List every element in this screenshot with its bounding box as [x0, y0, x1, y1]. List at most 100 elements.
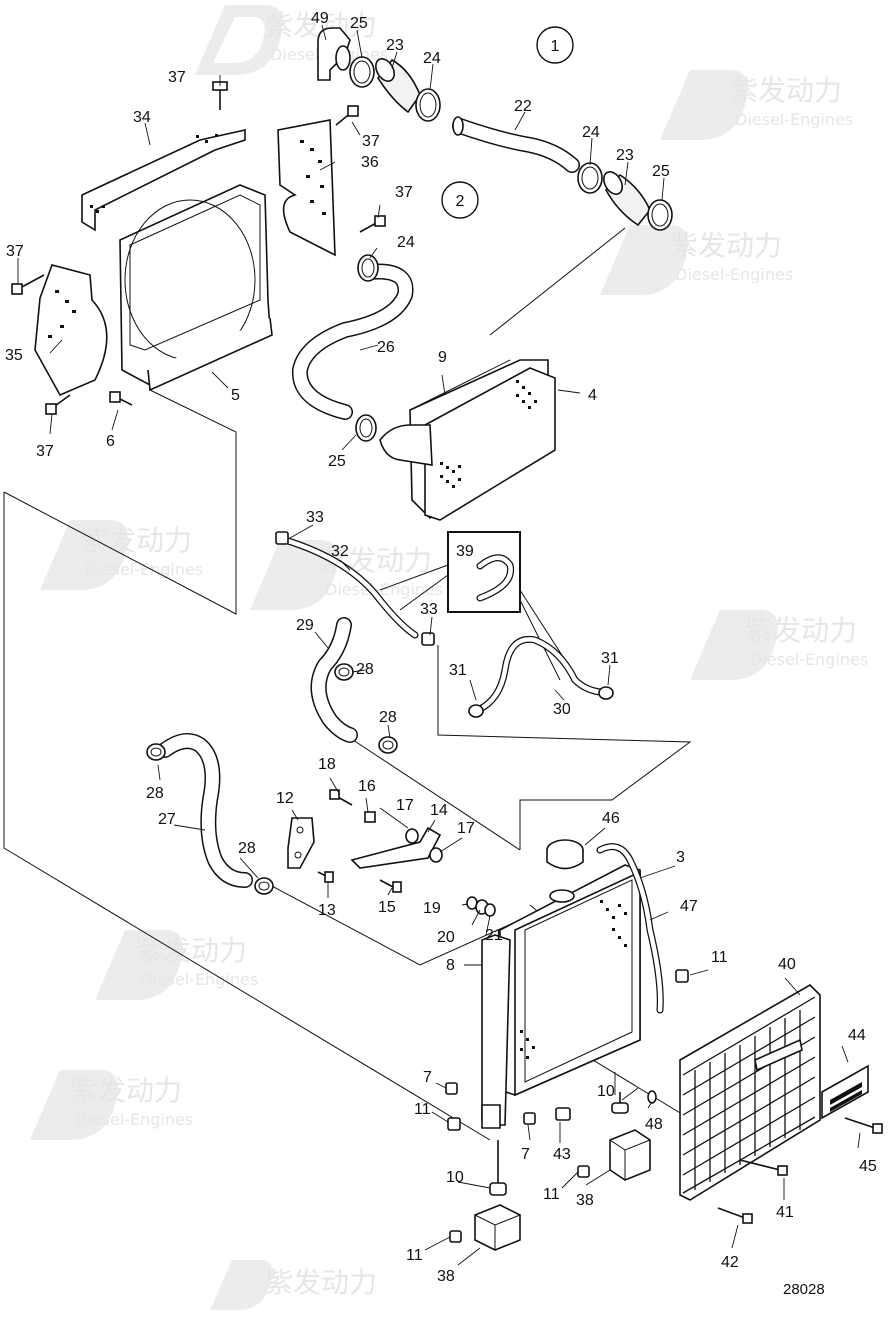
hose-26	[291, 263, 414, 420]
label-11: 11	[406, 1247, 423, 1264]
grille-40	[679, 984, 821, 1201]
nut-11-bottom	[449, 1230, 462, 1243]
filler-cap-46	[546, 839, 584, 870]
label-27: 27	[158, 811, 176, 828]
label-11: 11	[414, 1101, 431, 1118]
label-26: 26	[377, 339, 395, 356]
watermark-sub: Diesel-Engines	[140, 970, 258, 989]
nut-11-mid	[577, 1165, 590, 1178]
radiator-3	[499, 864, 641, 1097]
label-6: 6	[106, 433, 115, 450]
label-42: 42	[721, 1254, 739, 1271]
watermark-logo-icon: 紫发动力 Diesel-Engines	[30, 1070, 193, 1140]
label-3: 3	[676, 849, 685, 866]
hose-clamp-25-top	[349, 56, 375, 88]
label-40: 40	[778, 956, 796, 973]
label-24: 24	[423, 50, 441, 67]
hose-clamp-25-right	[647, 199, 673, 231]
nut-7-left	[445, 1082, 458, 1095]
label-17: 17	[396, 797, 414, 814]
label-4: 4	[588, 387, 597, 404]
callout-group-1: 1	[536, 26, 574, 64]
badge-44	[821, 1064, 869, 1120]
watermark-logo-icon: 紫发动力 Diesel-Engines	[40, 520, 203, 590]
watermark-sub: Diesel-Engines	[735, 110, 853, 129]
bracket-38-right	[609, 1129, 651, 1181]
watermark-brand: 紫发动力	[80, 524, 192, 557]
callout-2-text: 2	[456, 193, 465, 210]
label-12: 12	[276, 790, 294, 807]
hose-sleeve-23-right	[603, 171, 651, 227]
bolt-45	[844, 1117, 883, 1134]
hose-sleeve-23-top	[375, 58, 421, 114]
watermark-sub: Diesel-Engines	[85, 560, 203, 579]
label-39: 39	[456, 543, 474, 560]
washer-17-b	[429, 847, 443, 863]
watermark-sub: Diesel-Engines	[675, 265, 793, 284]
label-28: 28	[146, 785, 164, 802]
label-25: 25	[350, 15, 368, 32]
washer-21	[484, 903, 496, 917]
watermark-logo-icon: 紫发动力	[210, 1260, 377, 1310]
label-37: 37	[168, 69, 186, 86]
label-37: 37	[36, 443, 54, 460]
label-47: 47	[680, 898, 698, 915]
watermark-logo-icon: 紫发动力 Diesel-Engines	[660, 70, 853, 140]
label-28: 28	[238, 840, 256, 857]
tube-32	[281, 536, 419, 639]
clamp-28-c	[146, 743, 166, 761]
watermark-logo-icon: 紫发动力 Diesel-Engines	[690, 610, 868, 680]
pipe-22	[452, 116, 580, 173]
label-32: 32	[331, 543, 349, 560]
fitting-33-top	[275, 531, 289, 545]
label-16: 16	[358, 778, 376, 795]
part-49-elbow	[317, 27, 351, 81]
callout-1-text: 1	[551, 38, 560, 55]
label-38: 38	[437, 1268, 455, 1285]
bolt-18	[329, 789, 353, 806]
spacer-43	[555, 1107, 571, 1121]
label-19: 19	[423, 900, 441, 917]
overflow-hose-47	[596, 843, 664, 1014]
bolt-37-left	[11, 274, 45, 295]
watermark-brand: 紫发动力	[265, 1266, 377, 1299]
label-21: 21	[485, 927, 503, 944]
label-28: 28	[379, 709, 397, 726]
label-28: 28	[356, 661, 374, 678]
clamp-28-b	[378, 736, 398, 754]
clamp-28-a	[334, 663, 354, 681]
watermark-brand: 紫发动力	[70, 1074, 182, 1107]
label-46: 46	[602, 810, 620, 827]
watermark-brand: 紫发动力	[730, 74, 842, 107]
charge-air-cooler-4	[379, 359, 556, 521]
bolt-15	[379, 879, 402, 893]
watermark-brand: 紫发动力	[670, 229, 782, 262]
hose-clamp-24-right	[577, 162, 603, 194]
panel-35	[34, 264, 108, 397]
label-45: 45	[859, 1158, 877, 1175]
watermark-sub: Diesel-Engines	[75, 1110, 193, 1129]
label-17: 17	[457, 820, 475, 837]
label-30: 30	[553, 701, 571, 718]
label-41: 41	[776, 1204, 794, 1221]
mount-10-right	[611, 1092, 629, 1114]
watermark-sub: Diesel-Engines	[750, 650, 868, 669]
label-10: 10	[597, 1083, 615, 1100]
clamp-28-d	[254, 877, 274, 895]
nut-11-left	[447, 1117, 461, 1131]
label-29: 29	[296, 617, 314, 634]
clamp-31-left	[468, 704, 484, 718]
watermark-layer: 紫发动力 Diesel-Engines 紫发动力 Diesel-Engines …	[30, 5, 868, 1310]
label-23: 23	[386, 37, 404, 54]
watermark-logo-icon: 紫发动力 Diesel-Engines	[600, 225, 793, 295]
clamp-31-right	[598, 686, 614, 700]
label-24: 24	[397, 234, 415, 251]
hose-clamp-24-top	[415, 88, 441, 122]
bracket-14	[350, 826, 442, 869]
hose-29	[310, 617, 358, 743]
washer-17-a	[405, 828, 419, 844]
watermark-sub: Diesel-Engines	[325, 580, 443, 599]
label-33: 33	[306, 509, 324, 526]
bolt-37-b	[359, 215, 386, 233]
